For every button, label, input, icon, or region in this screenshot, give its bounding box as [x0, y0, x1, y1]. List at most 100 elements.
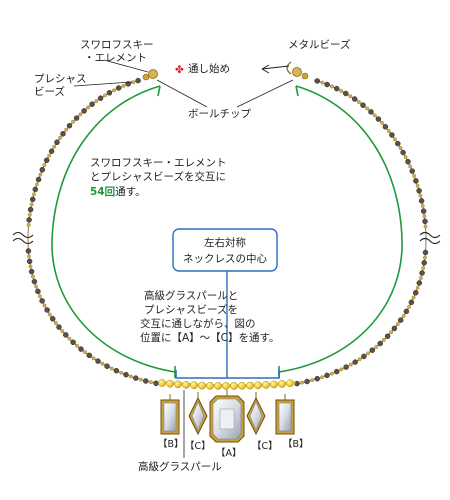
swarovski-bead [26, 258, 33, 265]
label-pendant-c-left: 【C】 [185, 441, 211, 452]
glass-pearl [190, 381, 198, 390]
instruction-1-line2: とプレシャスビーズを交互に [90, 170, 226, 183]
label-pendant-a: 【A】 [216, 448, 242, 459]
swarovski-bead [304, 378, 310, 385]
swarovski-bead [403, 308, 410, 315]
swarovski-bead [115, 85, 122, 91]
precious-bead [320, 375, 324, 380]
label-precious-line1: プレシャス [34, 73, 87, 85]
swarovski-bead [70, 339, 76, 346]
precious-bead [26, 223, 31, 228]
swarovski-bead [422, 249, 429, 256]
precious-bead [64, 127, 69, 132]
label-metal-beads: メタルビーズ [288, 38, 350, 51]
glass-pearl [254, 381, 262, 390]
precious-bead [94, 99, 99, 104]
instruction-1-rest: 通す。 [115, 186, 145, 198]
swarovski-bead [413, 178, 419, 184]
swarovski-bead [391, 325, 398, 332]
swarovski-bead [314, 78, 321, 84]
pendant-c-left [188, 392, 208, 436]
precious-bead [395, 322, 400, 327]
glass-pearl [206, 381, 214, 390]
precious-bead [60, 329, 65, 333]
swarovski-bead [27, 206, 34, 213]
precious-bead [32, 192, 36, 197]
swarovski-bead [343, 90, 349, 97]
start-arrow [261, 64, 290, 74]
start-mark: ✤ [175, 64, 184, 76]
precious-bead [121, 84, 126, 88]
glass-pearl [246, 381, 254, 390]
swarovski-bead [409, 168, 415, 174]
break-mark-left [12, 231, 34, 245]
precious-bead [339, 367, 344, 372]
precious-bead [380, 121, 384, 125]
swarovski-bead [44, 307, 50, 313]
precious-bead [75, 343, 79, 348]
precious-bead [38, 294, 42, 299]
precious-bead [109, 366, 114, 371]
label-precious-line2: ビーズ [34, 85, 65, 98]
swarovski-bead [66, 122, 73, 129]
swarovski-bead [135, 77, 141, 84]
pendant-b-left [160, 394, 180, 435]
instruction-2-line2: プレシャスビーズを [144, 303, 238, 316]
precious-bead [348, 362, 353, 367]
swarovski-bead [63, 332, 69, 338]
swarovski-bead [113, 367, 120, 374]
swarovski-bead [375, 116, 382, 122]
swarovski-bead [97, 95, 104, 101]
precious-bead [38, 172, 43, 177]
glass-pearl-row [158, 379, 296, 390]
precious-bead [86, 105, 91, 110]
swarovski-bead [412, 290, 419, 296]
swarovski-bead [384, 333, 391, 339]
guide-tick-right [295, 85, 299, 97]
precious-bead [31, 274, 35, 279]
swarovski-bead [397, 317, 404, 323]
precious-bead [320, 80, 325, 85]
precious-bead [100, 361, 105, 366]
precious-bead [310, 378, 315, 383]
label-swarovski-line2: ・エレメント [84, 52, 147, 64]
precious-bead [47, 153, 51, 158]
precious-bead [119, 370, 124, 375]
swarovski-bead [35, 176, 42, 183]
bead-strand [25, 77, 429, 387]
precious-bead [418, 276, 423, 280]
swarovski-bead [106, 90, 113, 96]
precious-bead [148, 380, 153, 385]
instruction-2-line3: 交互に通しながら、図の [140, 317, 256, 330]
precious-bead [366, 351, 370, 356]
swarovski-bead [28, 268, 35, 275]
swarovski-bead [333, 368, 340, 375]
glass-pearl [166, 379, 174, 388]
precious-bead [420, 203, 425, 208]
swarovski-bead [422, 218, 428, 225]
precious-bead [381, 337, 386, 342]
precious-bead [401, 313, 406, 318]
swarovski-bead [418, 198, 425, 204]
precious-bead [408, 164, 413, 169]
glass-pearl [270, 380, 278, 389]
swarovski-bead [73, 115, 80, 121]
swarovski-bead [314, 375, 320, 382]
swarovski-bead [343, 364, 349, 370]
swarovski-bead [153, 380, 159, 387]
glass-pearl [238, 381, 246, 390]
swarovski-bead [352, 359, 358, 365]
precious-bead [300, 380, 304, 385]
precious-bead [398, 146, 403, 150]
precious-bead [415, 183, 420, 188]
swarovski-bead [405, 158, 411, 165]
swarovski-bead [104, 363, 110, 369]
instruction-2-line4: 位置に【A】～【C】を通す。 [140, 331, 279, 344]
precious-bead [29, 202, 34, 207]
label-ball-chip: ボールチップ [188, 108, 251, 120]
precious-bead [53, 321, 58, 325]
precious-bead [348, 94, 353, 99]
swarovski-bead [416, 188, 422, 194]
instruction-1-line1: スワロフスキー・エレメント [90, 157, 227, 169]
